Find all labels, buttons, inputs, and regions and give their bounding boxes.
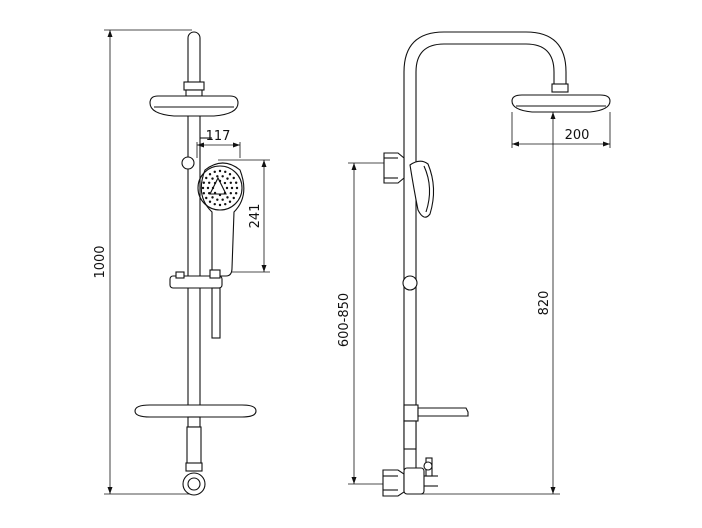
nozzle-dot: [223, 181, 227, 185]
hand-shower-width-label: 117: [206, 129, 231, 144]
nozzle-dot: [211, 177, 214, 180]
nozzle-dot: [218, 203, 222, 207]
nozzle-dot: [208, 200, 212, 203]
side-mixer-valve: [382, 420, 438, 497]
hand-shower-width-dimension: 117: [196, 129, 241, 158]
nozzle-dot: [208, 173, 212, 176]
nozzle-dot: [221, 198, 224, 201]
nozzle-dot: [202, 192, 206, 195]
nozzle-dot: [213, 170, 216, 174]
nozzle-dot: [224, 170, 227, 174]
nozzle-dot: [226, 177, 229, 180]
head-width-label: 200: [565, 128, 590, 143]
nozzle-dot: [218, 169, 222, 173]
front-lower-connector: [182, 416, 206, 496]
nozzle-dot: [213, 202, 216, 206]
nozzle-dot: [211, 196, 214, 199]
front-top-pipe: [183, 31, 205, 103]
nozzle-dot: [205, 176, 208, 180]
hand-shower-height-label: 241: [248, 204, 263, 229]
nozzle-dot: [205, 196, 208, 200]
total-height-dimension: 1000: [93, 29, 192, 495]
front-tray: [134, 404, 257, 418]
head-height-label: 820: [537, 291, 552, 316]
front-overhead-head: [149, 95, 239, 117]
nozzle-dot: [202, 181, 206, 184]
side-hand-shower: [409, 160, 435, 218]
nozzle-dot: [234, 192, 238, 195]
side-overhead-head: [511, 94, 611, 113]
nozzle-dot: [234, 181, 238, 184]
nozzle-dot: [224, 202, 227, 206]
total-height-label: 1000: [93, 245, 108, 278]
front-view: 1000: [93, 29, 270, 496]
hand-shower-height-dimension: 241: [218, 159, 270, 273]
nozzle-dot: [216, 175, 219, 178]
nozzle-dot: [235, 186, 239, 190]
nozzle-dot: [230, 186, 234, 190]
nozzle-dot: [226, 196, 229, 199]
nozzle-dot: [232, 176, 235, 180]
side-top-arm: [403, 31, 569, 195]
mixer-height-dimension: 600-850: [337, 162, 385, 485]
head-height-dimension: 820: [420, 112, 560, 495]
nozzle-dot: [206, 186, 210, 190]
nozzle-dot: [228, 200, 232, 203]
nozzle-dot: [221, 175, 224, 178]
front-slider-bracket: [169, 269, 223, 339]
nozzle-dot: [228, 173, 232, 176]
head-width-dimension: 200: [511, 112, 611, 148]
side-tray: [403, 404, 469, 422]
side-hand-shower-holder: [383, 152, 405, 184]
front-hand-shower: [181, 156, 245, 277]
nozzle-dot: [201, 186, 205, 190]
side-view: 200 820 600-850: [337, 31, 611, 497]
nozzle-dot: [225, 186, 229, 190]
mixer-height-label: 600-850: [337, 293, 352, 347]
nozzle-dot: [216, 198, 219, 201]
nozzle-dot: [229, 192, 233, 195]
nozzle-dot: [207, 181, 211, 184]
nozzle-dot: [229, 181, 233, 184]
side-slider-knob: [402, 275, 418, 291]
nozzle-dot: [232, 196, 235, 200]
